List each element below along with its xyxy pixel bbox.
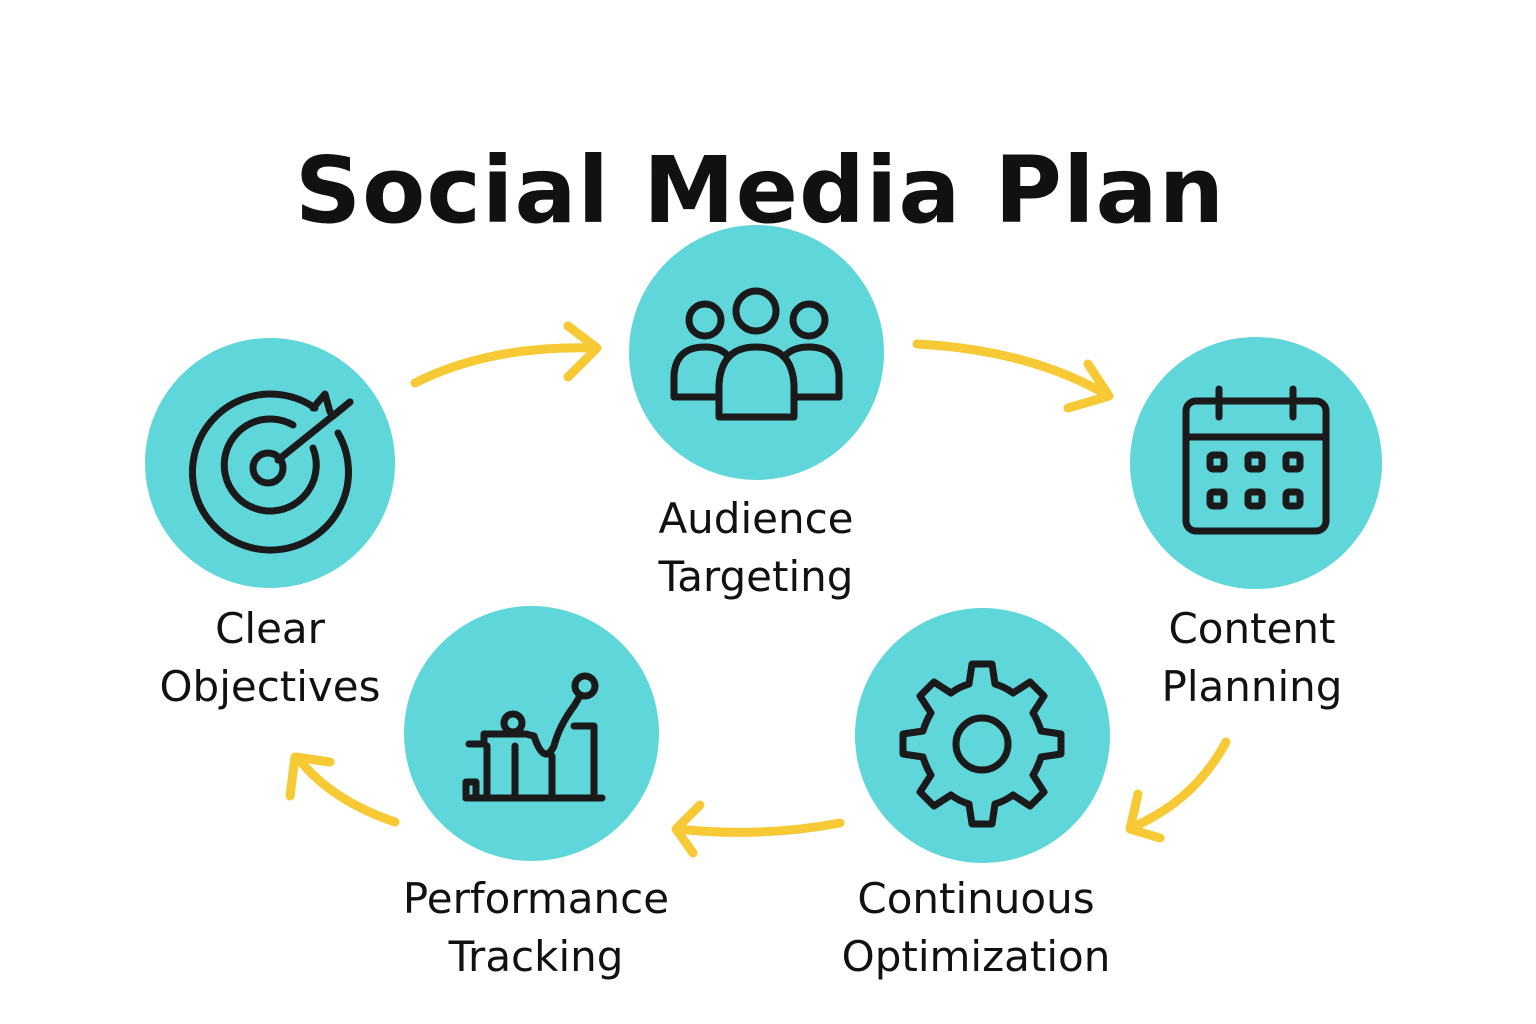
gear-icon [899,660,1065,828]
node-performance-tracking [404,606,659,861]
people-icon [670,287,843,421]
arrow-content-to-optimization [1125,737,1231,843]
chart-icon [462,672,606,802]
target-icon [188,390,354,554]
label-clear-objectives: Clear Objectives [159,604,381,711]
label-audience-targeting: Audience Targeting [658,494,854,601]
node-audience-targeting [629,225,884,480]
node-content-planning [1130,337,1382,589]
arrow-tracking-to-objectives [285,752,400,827]
node-continuous-optimization [855,608,1110,863]
arrow-optimization-to-tracking [671,800,845,858]
arrow-objectives-to-audience [410,321,602,388]
arrow-audience-to-content [912,339,1114,413]
calendar-icon [1182,385,1330,535]
label-continuous-optimization: Continuous Optimization [841,874,1111,981]
label-performance-tracking: Performance Tracking [402,874,670,981]
label-content-planning: Content Planning [1161,604,1343,711]
diagram-title: Social Media Plan [294,136,1226,244]
node-clear-objectives [145,338,395,588]
